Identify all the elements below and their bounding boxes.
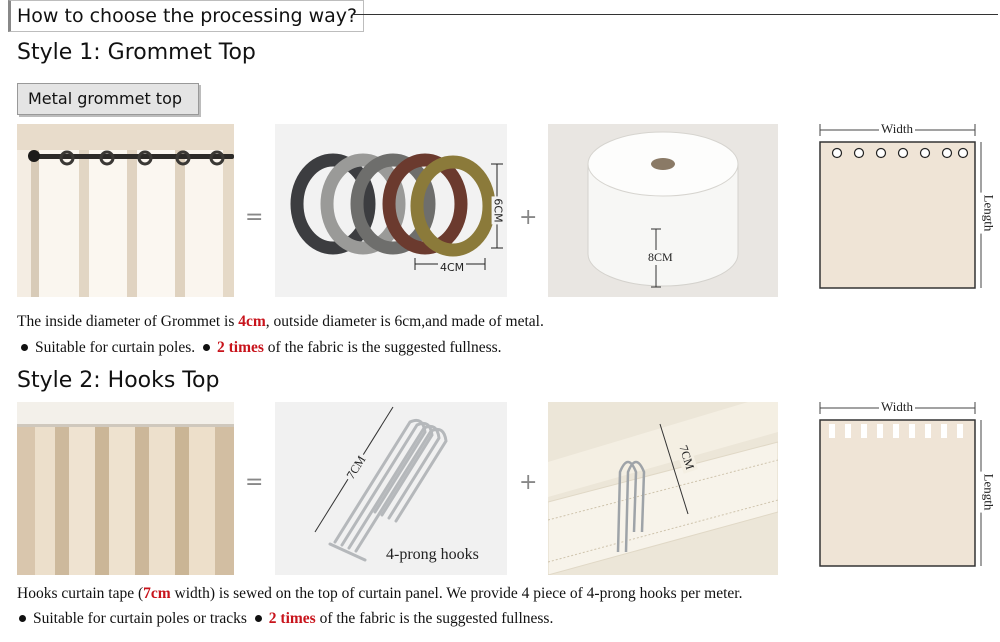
bullet-icon	[203, 343, 210, 351]
grommet-width-label: Width	[879, 121, 915, 137]
tape-width-label: 8CM	[648, 250, 673, 265]
grommet-length-label: Length	[980, 192, 997, 234]
grommet-curtain-photo	[17, 124, 234, 297]
style2-title: Style 2: Hooks Top	[17, 368, 220, 393]
equals-sign: =	[245, 205, 264, 230]
grommet-rings-photo	[275, 124, 507, 297]
pleated-curtain-photo	[17, 402, 234, 575]
heading-rule	[352, 14, 998, 15]
style1-desc-line2: Suitable for curtain poles. 2 times of t…	[17, 339, 502, 357]
ring-width-label: 4CM	[438, 261, 467, 274]
style1-desc-line1: The inside diameter of Grommet is 4cm, o…	[17, 313, 544, 330]
hooks-length-label: Length	[980, 471, 997, 513]
bullet-icon	[19, 614, 26, 622]
style1-title: Style 1: Grommet Top	[17, 40, 256, 65]
bullet-icon	[254, 614, 262, 622]
grommet-tape-roll-photo	[548, 124, 778, 297]
style1-subtitle: Metal grommet top	[17, 83, 199, 115]
plus-sign: +	[519, 205, 538, 230]
equals-sign-2: =	[245, 470, 264, 495]
hooks-panel-diagram	[815, 398, 1000, 570]
style2-desc-line2: Suitable for curtain poles or tracks 2 t…	[17, 610, 553, 628]
style2-desc-line1: Hooks curtain tape (7cm width) is sewed …	[17, 585, 743, 602]
four-prong-hook-photo	[275, 402, 507, 575]
ring-height-label: 6CM	[491, 196, 505, 225]
hook-caption: 4-prong hooks	[386, 546, 479, 563]
grommet-panel-diagram	[815, 120, 1000, 292]
hook-tape-photo	[548, 402, 778, 575]
bullet-icon	[21, 343, 28, 351]
plus-sign-2: +	[519, 470, 538, 495]
section-heading: How to choose the processing way?	[8, 0, 365, 32]
hooks-width-label: Width	[879, 399, 915, 415]
